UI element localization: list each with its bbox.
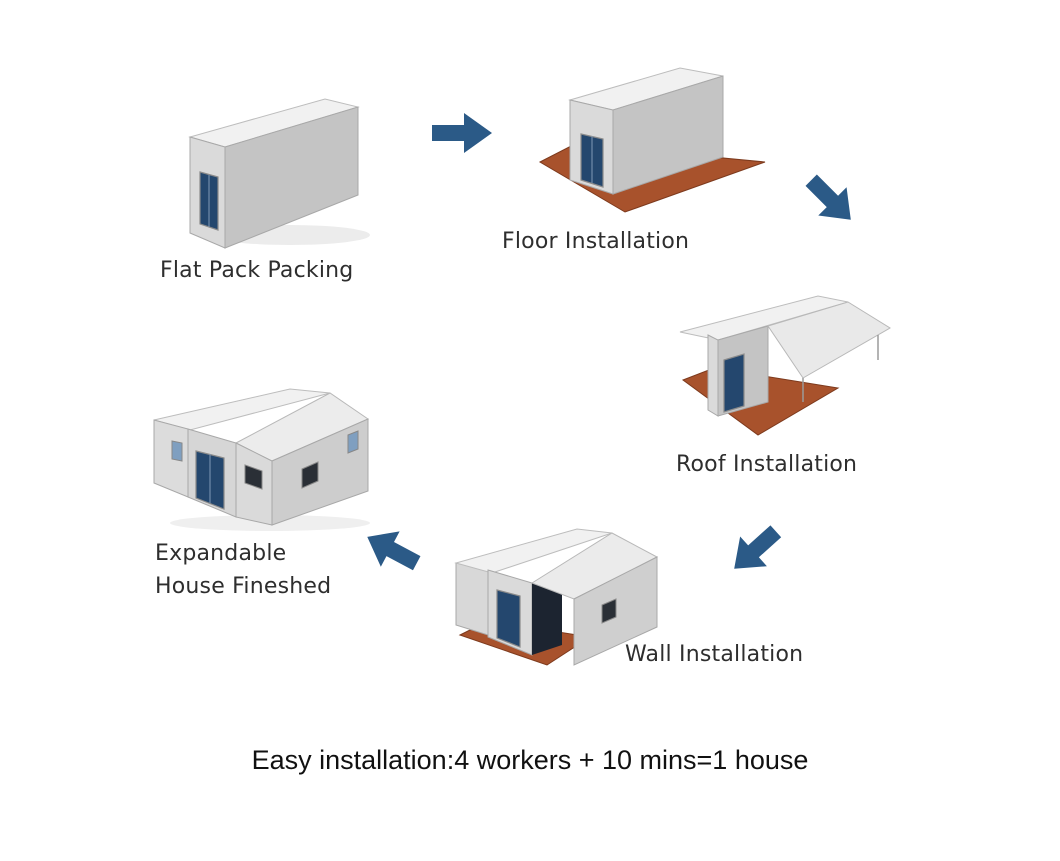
caption: Easy installation:4 workers + 10 mins=1 … [251,745,809,775]
stage-label-wall: Wall Installation [625,642,804,667]
floor-illustration [538,67,766,213]
stage-label-floor: Floor Installation [502,229,690,254]
flow-arrow-icon [367,531,421,571]
flow-arrow-icon [734,525,782,569]
wall-illustration [454,528,659,666]
stage-label-roof: Roof Installation [676,452,858,477]
stage-label-finished-line2: House Fineshed [155,574,332,599]
stage-label-flat-pack: Flat Pack Packing [160,258,354,283]
stage-label-finished: Expandable House Fineshed [155,537,331,603]
flow-arrow-icon [805,174,851,220]
stage-label-finished-line1: Expandable [155,541,287,566]
roof-illustration [679,295,891,436]
finished-house-illustration [153,388,370,531]
flow-arrow-icon [432,113,492,153]
flat-pack-illustration [188,98,370,249]
